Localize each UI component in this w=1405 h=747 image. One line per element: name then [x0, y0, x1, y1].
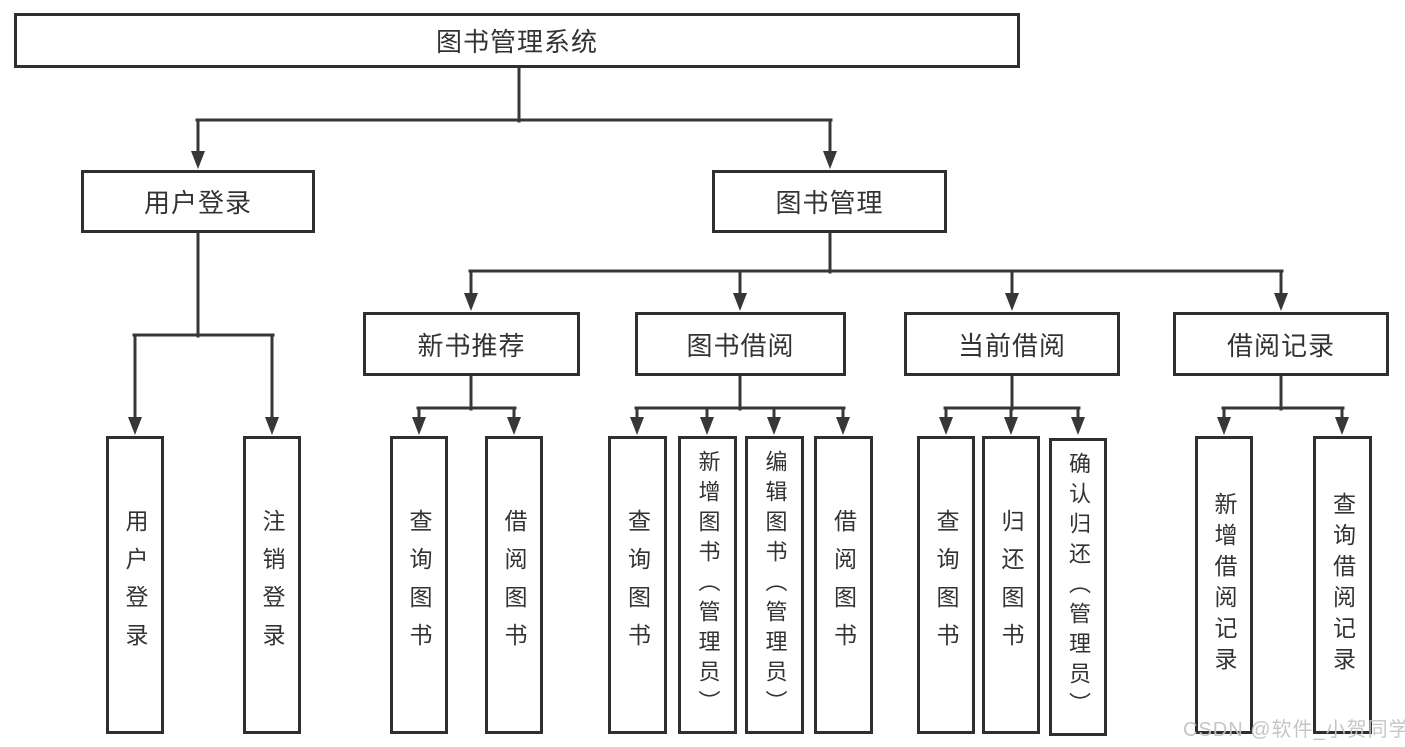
leaf-logout: 注销登录	[243, 436, 301, 734]
leaf-edit-books-admin: 编辑图书（管理员）	[745, 436, 804, 734]
connector-book-borrow-to-leaves	[634, 374, 846, 421]
node-new-book-recommendation: 新书推荐	[363, 312, 580, 376]
node-user-login: 用户登录	[81, 170, 315, 233]
leaf-query-books-borrow: 查询图书	[608, 436, 667, 734]
leaf-query-books-current: 查询图书	[917, 436, 975, 734]
leaf-user-login: 用户登录	[106, 436, 164, 734]
leaf-add-borrow-record: 新增借阅记录	[1195, 436, 1253, 734]
leaf-query-borrow-record: 查询借阅记录	[1313, 436, 1372, 734]
connector-root-to-level2	[195, 66, 833, 155]
leaf-borrow-books-borrow: 借阅图书	[814, 436, 873, 734]
connector-new-book-to-leaves	[416, 374, 517, 421]
arrowheads	[128, 151, 1349, 435]
node-book-management: 图书管理	[712, 170, 947, 233]
leaf-return-books: 归还图书	[982, 436, 1040, 734]
connector-user-login-to-leaves	[132, 231, 275, 421]
leaf-query-books-recommend: 查询图书	[390, 436, 448, 734]
connector-borrow-records-to-leaves	[1221, 374, 1345, 421]
csdn-watermark: CSDN @软件_小贺同学	[1183, 719, 1405, 741]
node-library-management-system: 图书管理系统	[14, 13, 1020, 68]
leaf-borrow-books-recommend: 借阅图书	[485, 436, 543, 734]
leaf-add-books-admin: 新增图书（管理员）	[678, 436, 737, 734]
connector-book-management-to-level3	[468, 231, 1284, 297]
node-borrowing-records: 借阅记录	[1173, 312, 1389, 376]
node-current-borrowing: 当前借阅	[904, 312, 1120, 376]
node-book-borrowing: 图书借阅	[635, 312, 846, 376]
connector-current-borrow-to-leaves	[943, 374, 1081, 421]
leaf-confirm-return-admin: 确认归还（管理员）	[1049, 438, 1107, 736]
